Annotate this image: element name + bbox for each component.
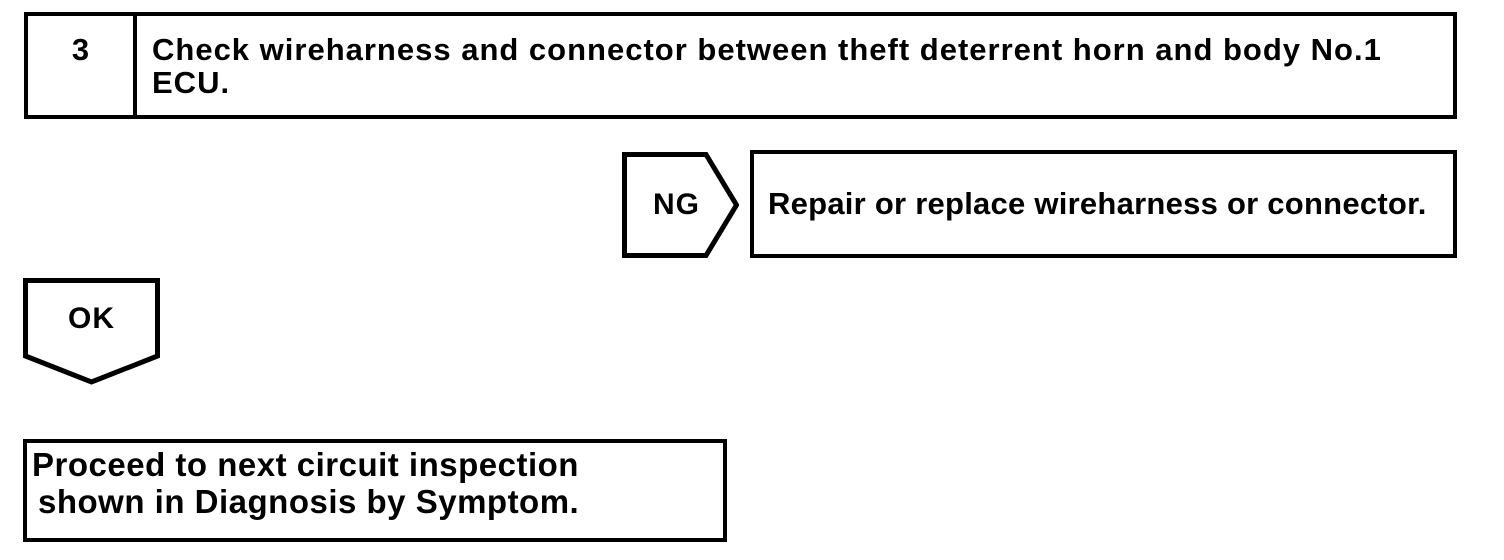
step-number: 3 [71, 32, 90, 67]
ng-pentagon-icon [622, 152, 739, 258]
ng-connector: NG [622, 152, 739, 258]
result-text-line-1: Proceed to next circuit inspection [32, 446, 579, 483]
ng-label: NG [653, 188, 700, 221]
step-box: 3 Check wireharness and connector betwee… [24, 12, 1457, 119]
ok-connector: OK [23, 278, 160, 385]
ok-label: OK [68, 302, 115, 335]
step-instruction-cell: Check wireharness and connector between … [137, 16, 1424, 115]
result-text-line-2: shown in Diagnosis by Symptom. [38, 483, 580, 520]
ng-action-box: Repair or replace wireharness or connect… [750, 150, 1457, 258]
step-number-cell: 3 [28, 16, 137, 115]
result-box: Proceed to next circuit inspection shown… [23, 439, 727, 542]
ng-action-text: Repair or replace wireharness or connect… [768, 186, 1427, 221]
step-instruction-text: Check wireharness and connector between … [152, 32, 1382, 100]
ok-pentagon-icon [23, 278, 160, 385]
